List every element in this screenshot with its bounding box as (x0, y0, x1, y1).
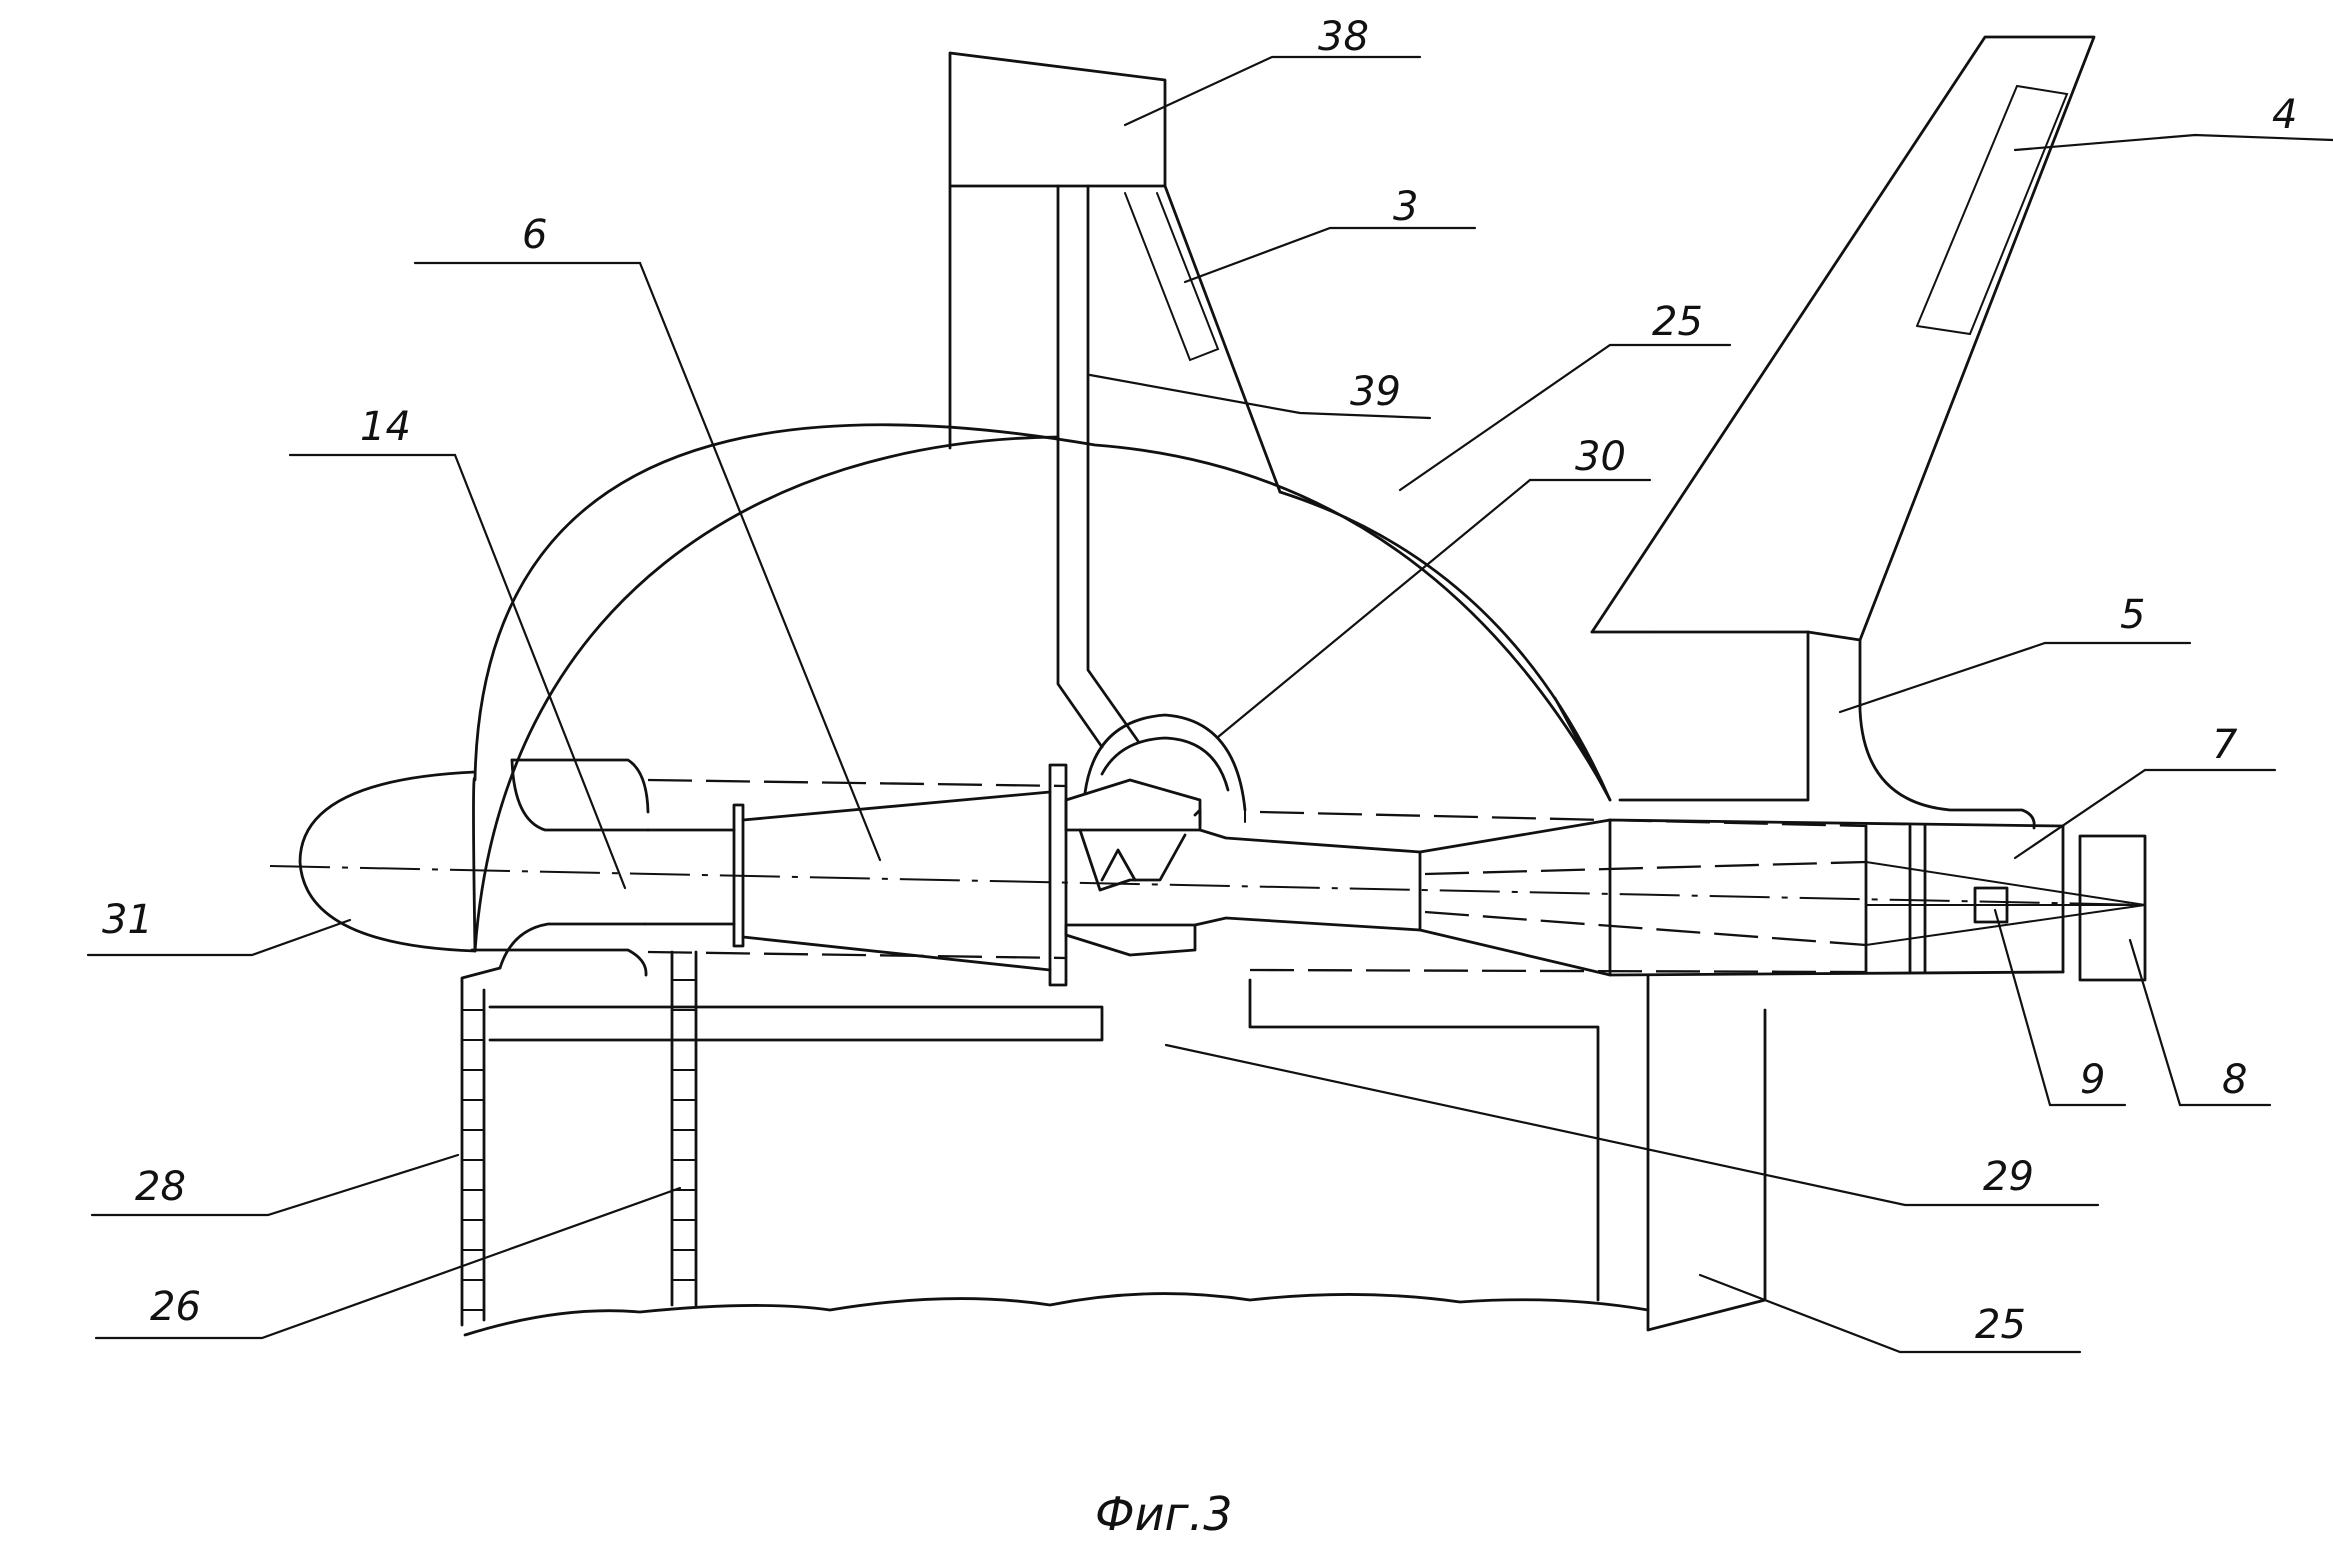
duct-6 (643, 763, 1068, 987)
figure-caption: Фиг.3 (1095, 1487, 1233, 1541)
reference-labels: 38 4 3 6 25 39 14 30 5 7 31 9 8 28 29 26… (102, 14, 2297, 1348)
flow-envelope (269, 778, 2146, 974)
label-14: 14 (360, 404, 411, 450)
label-25-top: 25 (1652, 299, 1703, 345)
guide-39 (1056, 184, 1140, 749)
wall-28 (460, 966, 502, 1327)
nose-31 (298, 758, 650, 977)
housing-29 (463, 973, 1767, 1337)
label-5: 5 (2120, 592, 2145, 638)
label-26: 26 (150, 1284, 201, 1330)
label-4: 4 (2272, 92, 2297, 138)
fin-4 (1590, 35, 2096, 642)
part-8 (2078, 834, 2147, 982)
tower-38 (948, 51, 1282, 494)
label-28: 28 (135, 1164, 186, 1210)
label-29: 29 (1983, 1154, 2034, 1200)
label-6: 6 (522, 212, 547, 258)
part-9 (1973, 886, 2009, 924)
label-38: 38 (1318, 14, 1369, 60)
label-8: 8 (2222, 1057, 2247, 1103)
label-25-bottom: 25 (1975, 1302, 2026, 1348)
label-9: 9 (2080, 1057, 2105, 1103)
fairing-5 (1618, 630, 2036, 830)
turbine-30 (1064, 713, 1422, 957)
label-7: 7 (2212, 722, 2238, 768)
label-39: 39 (1350, 369, 1401, 415)
label-3: 3 (1393, 184, 1418, 230)
label-31: 31 (102, 897, 153, 943)
label-30: 30 (1575, 434, 1626, 480)
wall-26 (670, 950, 698, 1307)
dome-25 (472, 423, 1612, 953)
leader-lines (86, 55, 2333, 1354)
